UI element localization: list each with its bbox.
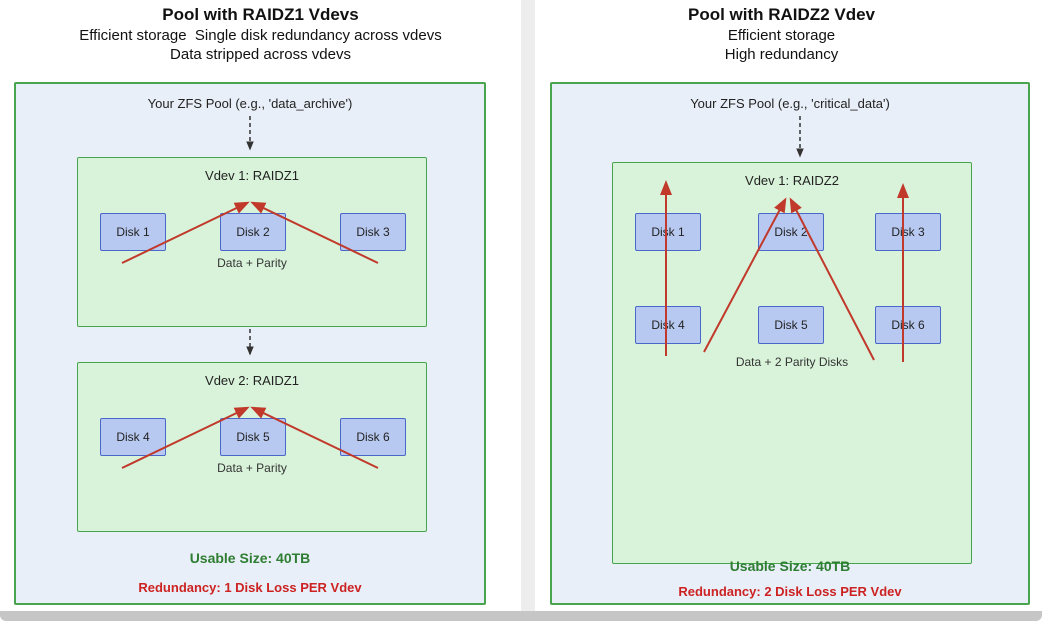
right-panel-subtitle-2: High redundancy: [724, 46, 839, 63]
vdev1-label-right: Vdev 1: RAIDZ2: [745, 173, 839, 188]
vdev1-box-left: Vdev 1: RAIDZ1 Disk 1 Disk 2 Disk 3 Data…: [77, 157, 427, 327]
redundancy-left: Redundancy: 1 Disk Loss PER Vdev: [138, 580, 362, 595]
vdev1-note-left: Data + Parity: [217, 256, 287, 270]
right-panel-title: Pool with RAIDZ2 Vdev: [687, 5, 876, 24]
disk-box: Disk 3: [340, 213, 406, 251]
left-panel-subtitle-2: Data stripped across vdevs: [170, 46, 351, 63]
disk-box: Disk 1: [100, 213, 166, 251]
pool-label-right: Your ZFS Pool (e.g., 'critical_data'): [690, 96, 890, 111]
left-panel-subtitle-1: Efficient storage Single disk redundancy…: [79, 27, 442, 44]
disk-box: Disk 6: [340, 418, 406, 456]
disk-box: Disk 5: [220, 418, 286, 456]
redundancy-right: Redundancy: 2 Disk Loss PER Vdev: [678, 584, 902, 599]
zfs-pool-box-right: Your ZFS Pool (e.g., 'critical_data') Vd…: [550, 82, 1030, 605]
disk-box: Disk 4: [100, 418, 166, 456]
vdev1-box-right: Vdev 1: RAIDZ2 Disk 1 Disk 2 Disk 3 Disk…: [612, 162, 972, 564]
zfs-pool-box-left: Your ZFS Pool (e.g., 'data_archive') Vde…: [14, 82, 486, 605]
disk-box: Disk 1: [635, 213, 701, 251]
vdev2-box-left: Vdev 2: RAIDZ1 Disk 4 Disk 5 Disk 6 Data…: [77, 362, 427, 532]
left-panel-title: Pool with RAIDZ1 Vdevs: [162, 5, 359, 24]
bottom-strip: [0, 611, 1042, 621]
disk-box: Disk 4: [635, 306, 701, 344]
disk-box: Disk 3: [875, 213, 941, 251]
vdev2-note-left: Data + Parity: [217, 461, 287, 475]
vdev1-label-left: Vdev 1: RAIDZ1: [205, 168, 299, 183]
right-panel-subtitle-1: Efficient storage: [727, 27, 836, 44]
disk-box: Disk 2: [220, 213, 286, 251]
usable-size-right: Usable Size: 40TB: [729, 558, 851, 574]
vdev1-note-right: Data + 2 Parity Disks: [735, 355, 849, 369]
pool-label-left: Your ZFS Pool (e.g., 'data_archive'): [147, 96, 353, 111]
disk-box: Disk 6: [875, 306, 941, 344]
disk-box: Disk 2: [758, 213, 824, 251]
vdev2-label-left: Vdev 2: RAIDZ1: [205, 373, 299, 388]
disk-box: Disk 5: [758, 306, 824, 344]
panel-divider: [521, 0, 535, 611]
usable-size-left: Usable Size: 40TB: [189, 550, 311, 566]
